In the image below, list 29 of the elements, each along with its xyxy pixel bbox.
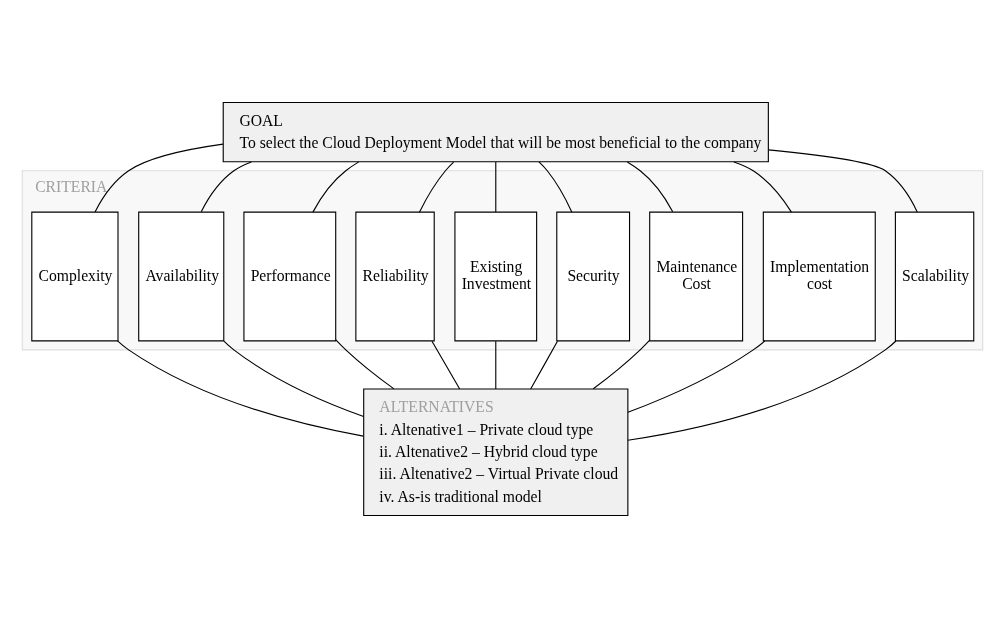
connector [626, 160, 674, 212]
node-box: Scalability [894, 211, 975, 341]
connector [495, 340, 497, 390]
connector [733, 160, 792, 213]
node-box: Complexity [31, 211, 119, 341]
connector [627, 339, 897, 441]
connector [117, 339, 364, 437]
node-box: Maintenance Cost [649, 211, 744, 341]
node-box: Security [556, 211, 631, 341]
connector [418, 161, 455, 213]
connector [530, 340, 558, 390]
node-box: Performance [243, 211, 337, 341]
connector [312, 160, 360, 213]
node-box: Implementation cost [762, 211, 876, 341]
connector [627, 340, 766, 413]
node-box: ALTERNATIVES i. Altenative1 – Private cloud type ii. Altenative2 – Hybrid cloud type iii. Altenative2 – Virtual Private cloud iv. As-is traditional model [363, 387, 629, 516]
node-box: Availability [138, 211, 225, 341]
connector [495, 160, 497, 213]
node-box: GOAL To select the Cloud Deployment Model that will be most beneficial to the company [222, 101, 769, 162]
connector [592, 339, 651, 389]
node-box: Existing Investment [454, 211, 538, 341]
connector [335, 338, 395, 389]
connector [94, 143, 224, 212]
connector [200, 160, 252, 212]
connector [431, 340, 461, 390]
connector [538, 160, 573, 213]
node-box: Reliability [355, 211, 435, 341]
connector [768, 148, 918, 212]
connector [223, 340, 365, 417]
